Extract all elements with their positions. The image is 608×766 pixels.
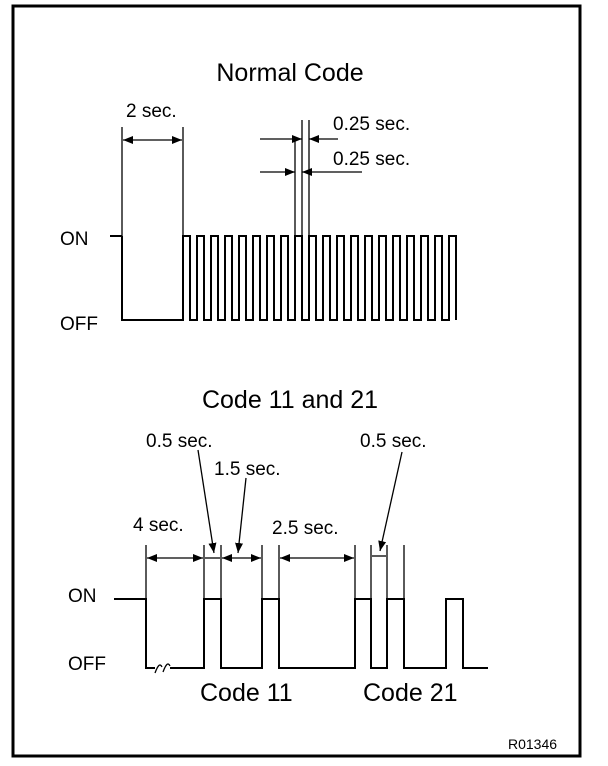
code-05sec-label-b: 0.5 sec. xyxy=(360,431,427,452)
normal-2sec-label: 2 sec. xyxy=(126,101,177,122)
code-25sec-label: 2.5 sec. xyxy=(272,518,339,539)
diagram-frame xyxy=(11,4,582,758)
code-on-label: ON xyxy=(68,586,97,607)
code-05sec-label-a: 0.5 sec. xyxy=(146,431,213,452)
normal-025-label-b: 0.25 sec. xyxy=(333,149,410,170)
normal-on-label: ON xyxy=(60,229,89,250)
code-4sec-label: 4 sec. xyxy=(133,515,184,536)
code-11-21-waveform xyxy=(114,598,488,669)
waveform-break-mark xyxy=(154,663,171,674)
normal-off-label: OFF xyxy=(60,314,98,335)
code-11-21-title: Code 11 and 21 xyxy=(202,386,378,414)
normal-code-title: Normal Code xyxy=(216,59,363,87)
code-11-label: Code 11 xyxy=(200,679,293,707)
figure-id: R01346 xyxy=(508,736,557,752)
normal-025-label-a: 0.25 sec. xyxy=(333,114,410,135)
code-off-label: OFF xyxy=(68,654,106,675)
normal-code-waveform xyxy=(121,235,457,321)
code-15sec-leader xyxy=(235,477,247,554)
code-05sec-leader-a xyxy=(197,449,217,554)
code-21-label: Code 21 xyxy=(363,679,458,707)
code-15sec-label: 1.5 sec. xyxy=(214,459,281,480)
code-05sec-leader-b xyxy=(378,451,403,552)
